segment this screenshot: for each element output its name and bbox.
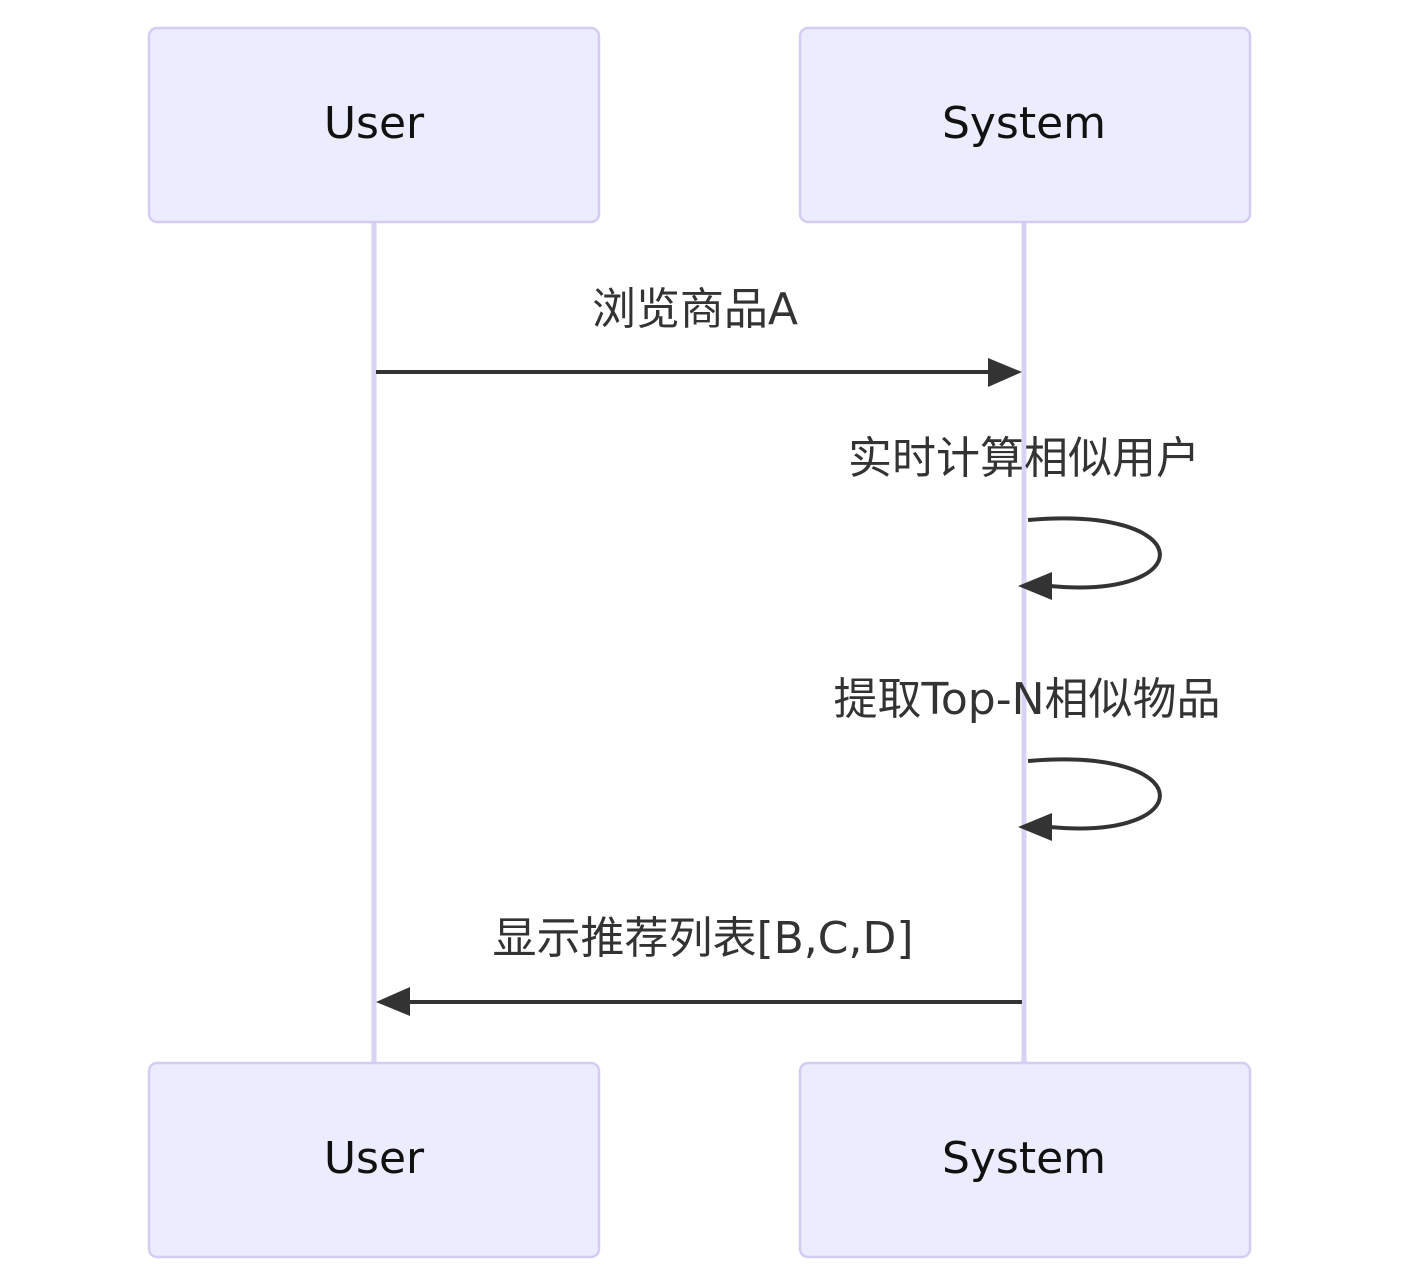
message-extract-topn-items-loop [1027, 757, 1162, 831]
message-extract-topn-items-label: 提取Top-N相似物品 [833, 674, 1220, 725]
message-browse-item-label: 浏览商品A [592, 284, 798, 335]
message-extract-topn-items-arrowhead [1018, 813, 1052, 841]
participant-system-bottom-label: System [942, 1133, 1106, 1184]
message-extract-topn-items: 提取Top-N相似物品 [833, 674, 1221, 841]
message-show-recommendations-label: 显示推荐列表[B,C,D] [492, 913, 913, 964]
message-compute-similar-users: 实时计算相似用户 [848, 433, 1200, 600]
participant-system-bottom: System [798, 1061, 1252, 1259]
participant-user-top: User [147, 26, 601, 224]
participant-user-top-label: User [324, 98, 425, 149]
participant-system-top: System [798, 26, 1252, 224]
message-show-recommendations-arrowhead [376, 987, 410, 1016]
message-show-recommendations: 显示推荐列表[B,C,D] [376, 913, 1022, 1016]
participant-user-bottom: User [147, 1061, 601, 1259]
participant-system-top-label: System [942, 98, 1106, 149]
message-compute-similar-users-arrowhead [1018, 572, 1052, 600]
participant-user-bottom-label: User [324, 1133, 425, 1184]
message-compute-similar-users-loop [1027, 516, 1162, 590]
message-browse-item: 浏览商品A [376, 284, 1022, 387]
message-browse-item-arrowhead [988, 358, 1022, 387]
message-compute-similar-users-label: 实时计算相似用户 [848, 433, 1200, 484]
